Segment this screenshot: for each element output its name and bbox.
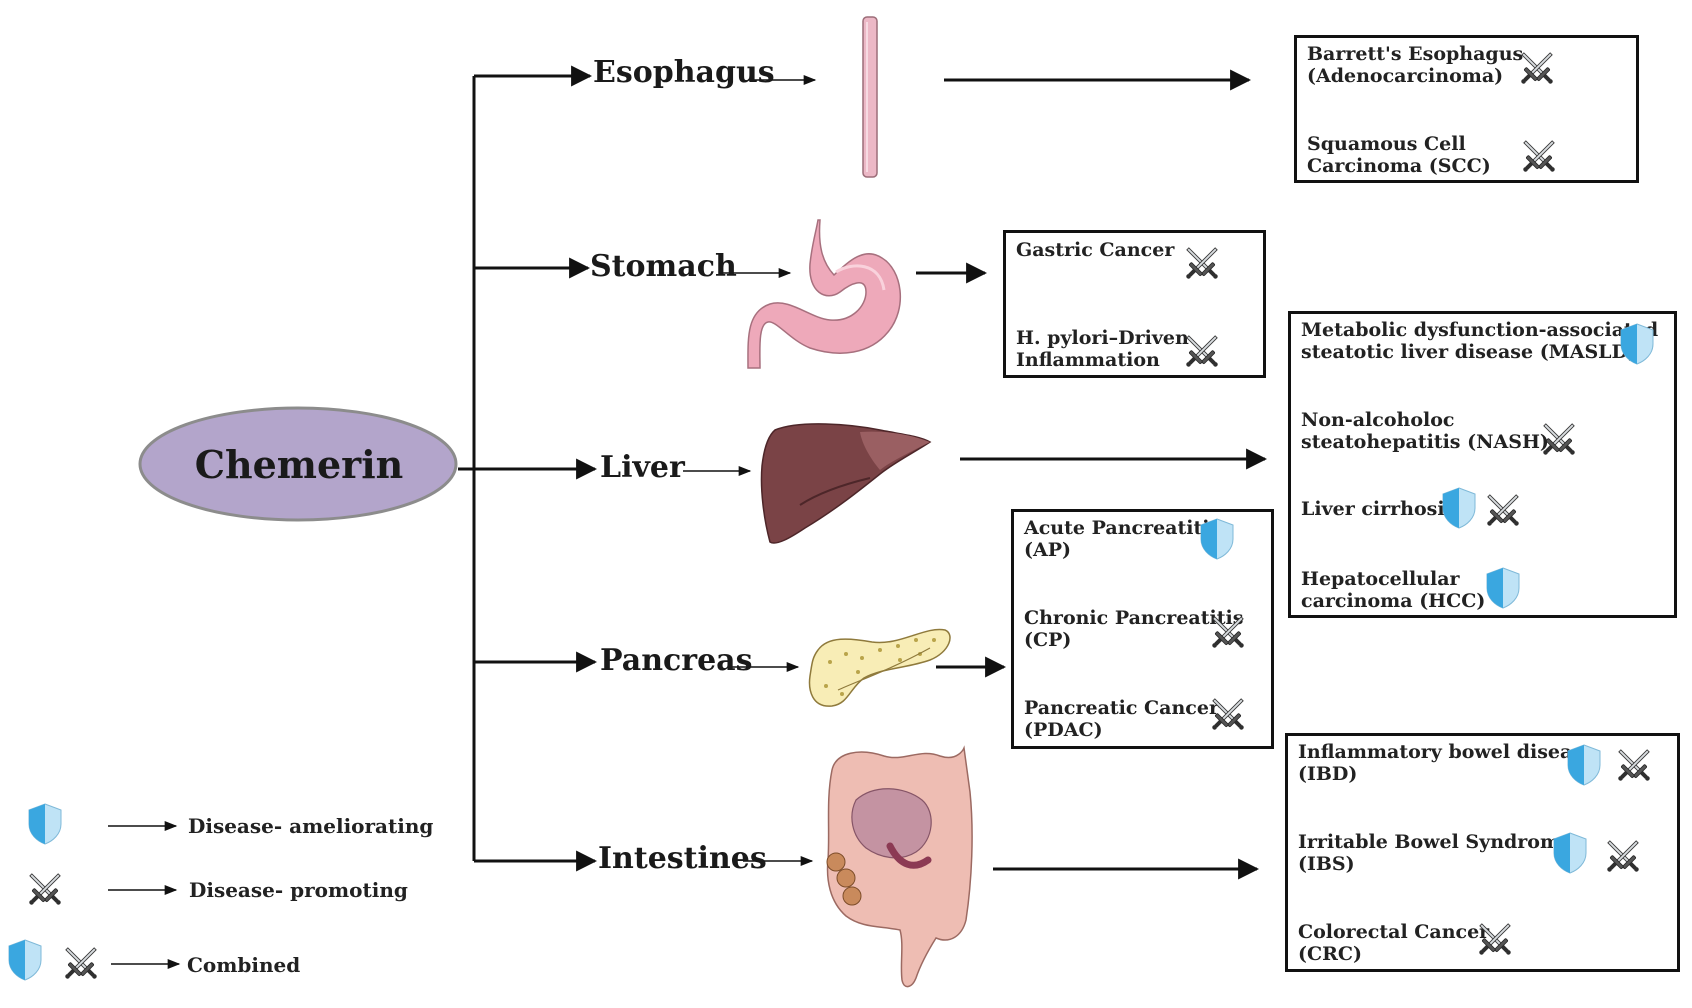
- disease-item: Acute Pancreatitis (AP): [1024, 517, 1220, 561]
- disease-name-line: Colorectal Cancer: [1298, 921, 1490, 943]
- disease-name-line: Irritable Bowel Syndrome: [1298, 831, 1573, 853]
- disease-name-line: Squamous Cell: [1307, 133, 1466, 155]
- disease-name-line: Liver cirrhosis: [1301, 498, 1456, 520]
- disease-name-line: Pancreatic Cancer: [1024, 697, 1219, 719]
- shield-icon: [1550, 831, 1590, 875]
- shield-icon: [1483, 566, 1523, 610]
- crossed-swords-icon: [1483, 488, 1523, 532]
- branch-connectors: [458, 65, 598, 872]
- crossed-swords-icon: [1182, 329, 1222, 373]
- disease-name-line: Barrett's Esophagus: [1307, 43, 1524, 65]
- disease-item: Hepatocellular carcinoma (HCC): [1301, 568, 1485, 612]
- disease-item: Barrett's Esophagus (Adenocarcinoma): [1307, 43, 1523, 87]
- stomach-image: [747, 219, 902, 369]
- disease-name-line: Inflammation: [1016, 349, 1160, 371]
- disease-name-line: (IBD): [1298, 763, 1358, 785]
- organ-arrows: [683, 74, 817, 867]
- disease-name-line: Inflammatory bowel disease: [1298, 741, 1596, 763]
- organ-label-stomach: Stomach: [590, 249, 737, 284]
- pancreas-image: [808, 628, 951, 707]
- legend-arrows: [108, 820, 181, 970]
- organ-label-esophagus: Esophagus: [593, 55, 775, 90]
- disease-name-line: (CRC): [1298, 943, 1363, 965]
- esophagus-image: [862, 16, 878, 178]
- disease-name-line: Chronic Pancreatitis: [1024, 607, 1244, 629]
- crossed-swords-icon: [1603, 834, 1643, 878]
- shield-icon: [1439, 486, 1479, 530]
- organ-label-pancreas: Pancreas: [600, 643, 753, 678]
- disease-item: Liver cirrhosis: [1301, 498, 1455, 520]
- crossed-swords-icon: [1539, 417, 1579, 461]
- crossed-swords-icon: [1208, 610, 1248, 654]
- crossed-swords-icon: [1517, 46, 1557, 90]
- disease-name-line: Gastric Cancer: [1016, 239, 1175, 261]
- shield-icon: [25, 802, 65, 846]
- liver-outcome-box: Metabolic dysfunction-associated steatot…: [1288, 311, 1677, 618]
- organ-label-liver: Liver: [600, 450, 685, 485]
- disease-name-line: Acute Pancreatitis: [1024, 517, 1221, 539]
- disease-item: Irritable Bowel Syndrome (IBS): [1298, 831, 1572, 875]
- disease-item: Colorectal Cancer (CRC): [1298, 921, 1489, 965]
- crossed-swords-icon: [1519, 134, 1559, 178]
- disease-name-line: (CP): [1024, 629, 1072, 651]
- organ-label-intestines: Intestines: [598, 841, 767, 876]
- liver-image: [760, 423, 932, 544]
- disease-item: Non-alcoholoc steatohepatitis (NASH): [1301, 409, 1549, 453]
- outcome-arrows: [916, 69, 1268, 880]
- disease-item: Chronic Pancreatitis (CP): [1024, 607, 1243, 651]
- disease-item: Gastric Cancer: [1016, 239, 1174, 261]
- chemerin-label: Chemerin: [194, 441, 404, 487]
- disease-name-line: Metabolic dysfunction-associated: [1301, 319, 1659, 341]
- shield-icon: [1564, 743, 1604, 787]
- shield-icon: [1197, 517, 1237, 561]
- crossed-swords-icon: [1475, 917, 1515, 961]
- crossed-swords-icon: [25, 867, 65, 911]
- disease-name-line: Carcinoma (SCC): [1307, 155, 1491, 177]
- legend-ameliorating: Disease- ameliorating: [188, 814, 434, 838]
- disease-name-line: (PDAC): [1024, 719, 1103, 741]
- disease-name-line: (AP): [1024, 539, 1072, 561]
- disease-item: Squamous Cell Carcinoma (SCC): [1307, 133, 1491, 177]
- shield-icon: [1617, 322, 1657, 366]
- disease-item: Metabolic dysfunction-associated steatot…: [1301, 319, 1658, 363]
- disease-item: Pancreatic Cancer (PDAC): [1024, 697, 1219, 741]
- esophagus-outcome-box: Barrett's Esophagus (Adenocarcinoma) Squ…: [1294, 35, 1639, 183]
- disease-item: Inflammatory bowel disease (IBD): [1298, 741, 1595, 785]
- disease-name-line: (Adenocarcinoma): [1307, 65, 1504, 87]
- disease-name-line: steatohepatitis (NASH): [1301, 431, 1549, 453]
- crossed-swords-icon: [1614, 743, 1654, 787]
- legend-combined: Combined: [187, 953, 301, 977]
- legend-promoting: Disease- promoting: [189, 878, 408, 902]
- crossed-swords-icon: [61, 941, 101, 985]
- disease-name-line: steatotic liver disease (MASLD): [1301, 341, 1637, 363]
- pancreas-outcome-box: Acute Pancreatitis (AP) Chronic Pancreat…: [1011, 509, 1274, 749]
- intestines-outcome-box: Inflammatory bowel disease (IBD) Irritab…: [1285, 733, 1680, 972]
- disease-name-line: Non-alcoholoc: [1301, 409, 1455, 431]
- disease-name-line: (IBS): [1298, 853, 1355, 875]
- disease-name-line: H. pylori–Driven: [1016, 327, 1189, 349]
- crossed-swords-icon: [1208, 692, 1248, 736]
- disease-item: H. pylori–Driven Inflammation: [1016, 327, 1189, 371]
- crossed-swords-icon: [1182, 241, 1222, 285]
- disease-name-line: Hepatocellular: [1301, 568, 1460, 590]
- disease-name-line: carcinoma (HCC): [1301, 590, 1486, 612]
- stomach-outcome-box: Gastric Cancer H. pylori–Driven Inflamma…: [1003, 230, 1266, 378]
- intestines-image: [826, 745, 973, 988]
- center-ellipse: [138, 406, 458, 522]
- shield-icon: [5, 938, 45, 982]
